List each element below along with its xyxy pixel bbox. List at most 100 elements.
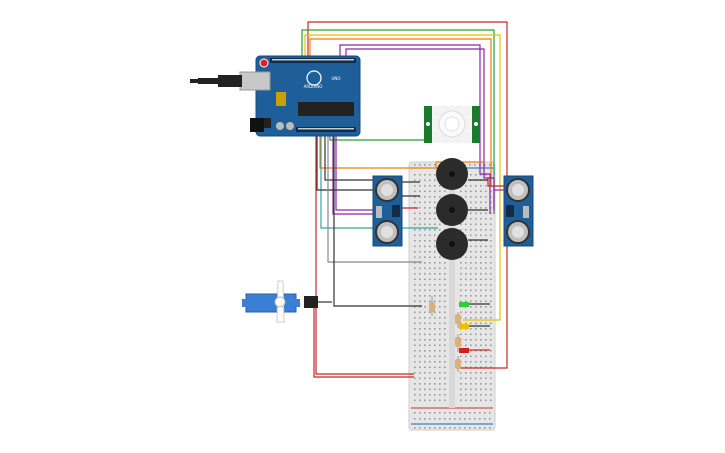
breadboard-hole <box>480 196 482 198</box>
resistor-3[interactable] <box>455 334 461 352</box>
breadboard-hole <box>485 267 487 270</box>
breadboard-hole <box>480 317 482 319</box>
breadboard-hole <box>434 350 436 352</box>
wire-yellow-top <box>304 34 501 321</box>
resistor-2[interactable] <box>455 312 461 328</box>
resistor-4[interactable] <box>455 356 461 372</box>
micro-servo-icon[interactable] <box>242 280 318 323</box>
breadboard-hole <box>434 388 436 391</box>
rail-hole <box>414 164 416 166</box>
breadboard-hole <box>465 317 467 319</box>
rail-hole <box>454 427 456 429</box>
piezo-buzzer-3[interactable] <box>436 228 468 260</box>
breadboard-hole <box>429 289 431 292</box>
led-green[interactable] <box>459 302 469 307</box>
breadboard-hole <box>470 240 472 242</box>
breadboard-hole <box>470 229 472 231</box>
breadboard-hole <box>424 256 426 259</box>
resistor-1[interactable] <box>429 296 435 316</box>
breadboard-hole <box>490 256 492 259</box>
breadboard-hole <box>460 229 462 231</box>
breadboard-hole <box>419 212 421 215</box>
breadboard-hole <box>424 300 426 303</box>
piezo-buzzer-1[interactable] <box>436 158 468 190</box>
rail-hole <box>429 164 431 166</box>
breadboard-hole <box>470 328 472 330</box>
breadboard-hole <box>429 207 431 209</box>
breadboard-hole <box>434 190 436 193</box>
breadboard-hole <box>429 179 431 182</box>
breadboard-hole <box>470 399 472 402</box>
breadboard-hole <box>424 306 426 308</box>
rail-hole <box>444 412 446 414</box>
breadboard-hole <box>470 262 472 264</box>
breadboard-hole <box>429 317 431 319</box>
breadboard-hole <box>485 322 487 325</box>
breadboard-hole <box>439 317 441 319</box>
header-pins <box>272 59 354 130</box>
breadboard-hole <box>444 350 446 352</box>
breadboard-hole <box>490 251 492 253</box>
breadboard-hole <box>490 355 492 358</box>
pir-motion-sensor-icon[interactable] <box>424 106 480 143</box>
ultrasonic-sensor-left[interactable] <box>372 175 403 247</box>
breadboard-hole <box>480 339 482 341</box>
breadboard-hole <box>480 174 482 176</box>
breadboard-hole <box>429 394 431 396</box>
breadboard-hole <box>490 372 492 374</box>
breadboard-hole <box>419 262 421 264</box>
breadboard-hole <box>424 394 426 396</box>
breadboard-hole <box>434 383 436 385</box>
usb-cable-icon[interactable] <box>190 71 271 91</box>
breadboard-hole <box>434 372 436 374</box>
breadboard-hole <box>419 344 421 347</box>
breadboard-hole <box>475 361 477 363</box>
breadboard-hole <box>439 267 441 270</box>
led-yellow[interactable] <box>459 324 469 329</box>
breadboard-hole <box>490 366 492 369</box>
breadboard-hole <box>414 350 416 352</box>
breadboard-hole <box>439 344 441 347</box>
breadboard-hole <box>485 383 487 385</box>
breadboard-hole <box>439 399 441 402</box>
breadboard-hole <box>434 262 436 264</box>
wires <box>301 21 508 378</box>
breadboard-hole <box>485 361 487 363</box>
arduino-board[interactable]: ARDUINO UNO <box>250 55 361 137</box>
breadboard-hole <box>460 333 462 336</box>
breadboard-hole <box>439 350 441 352</box>
wire-red-top <box>307 21 508 369</box>
breadboard-hole <box>480 399 482 402</box>
breadboard-hole <box>424 366 426 369</box>
breadboard-hole <box>490 234 492 237</box>
breadboard-hole <box>434 355 436 358</box>
breadboard-hole <box>419 289 421 292</box>
breadboard-hole <box>434 339 436 341</box>
breadboard[interactable] <box>408 161 496 431</box>
breadboard-hole <box>460 289 462 292</box>
breadboard-hole <box>424 262 426 264</box>
breadboard-hole <box>475 262 477 264</box>
breadboard-hole <box>419 196 421 198</box>
breadboard-hole <box>480 256 482 259</box>
breadboard-hole <box>490 322 492 325</box>
breadboard-hole <box>485 344 487 347</box>
wire-green-pir <box>329 136 424 141</box>
rail-hole <box>424 164 426 166</box>
breadboard-hole <box>465 190 467 193</box>
breadboard-hole <box>470 201 472 204</box>
breadboard-hole <box>485 350 487 352</box>
breadboard-hole <box>439 185 441 187</box>
rail-hole <box>464 412 466 414</box>
breadboard-hole <box>485 201 487 204</box>
rail-hole <box>464 418 466 420</box>
breadboard-hole <box>475 245 477 248</box>
led-red[interactable] <box>459 348 469 353</box>
power-jack[interactable] <box>261 118 271 128</box>
ultrasonic-sensor-right[interactable] <box>503 175 534 247</box>
breadboard-hole <box>439 300 441 303</box>
piezo-buzzer-2[interactable] <box>436 194 468 226</box>
breadboard-hole <box>480 267 482 270</box>
reset-button[interactable] <box>259 58 269 68</box>
breadboard-hole <box>490 278 492 281</box>
